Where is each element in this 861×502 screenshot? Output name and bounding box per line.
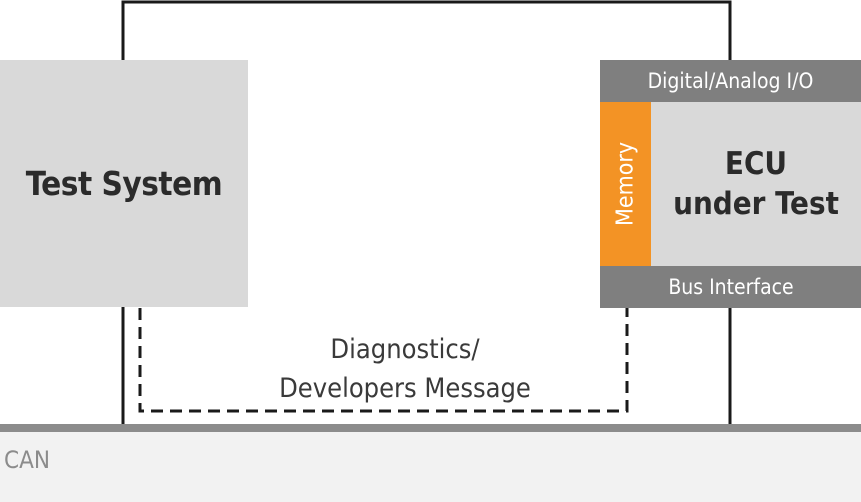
diagnostics-message-label: Diagnostics/ Developers Message bbox=[255, 330, 555, 408]
bus-interface-text: Bus Interface bbox=[668, 275, 794, 299]
can-bus-area bbox=[0, 432, 861, 502]
ecu-label: ECU under Test bbox=[651, 102, 861, 266]
ecu-box bbox=[651, 102, 861, 266]
memory-label: Memory bbox=[600, 102, 651, 266]
digital-analog-io-bar bbox=[600, 60, 861, 102]
io-label-text: Digital/Analog I/O bbox=[647, 69, 814, 93]
memory-label-text: Memory bbox=[612, 141, 639, 227]
can-label: CAN bbox=[4, 446, 50, 474]
can-bus-line bbox=[0, 424, 861, 432]
message-path bbox=[138, 266, 629, 413]
ecu-title-line2: under Test bbox=[673, 186, 839, 222]
memory-block bbox=[600, 102, 651, 266]
message-line2: Developers Message bbox=[279, 373, 531, 404]
digital-analog-io-label: Digital/Analog I/O bbox=[600, 60, 861, 102]
test-system-box bbox=[0, 60, 248, 307]
message-line1: Diagnostics/ bbox=[330, 334, 480, 365]
ecu-title-line1: ECU bbox=[724, 146, 788, 182]
bus-interface-bar bbox=[600, 266, 861, 308]
test-system-label: Test System bbox=[0, 60, 248, 307]
test-system-title: Test System bbox=[25, 164, 223, 203]
bus-interface-label: Bus Interface bbox=[631, 266, 831, 308]
